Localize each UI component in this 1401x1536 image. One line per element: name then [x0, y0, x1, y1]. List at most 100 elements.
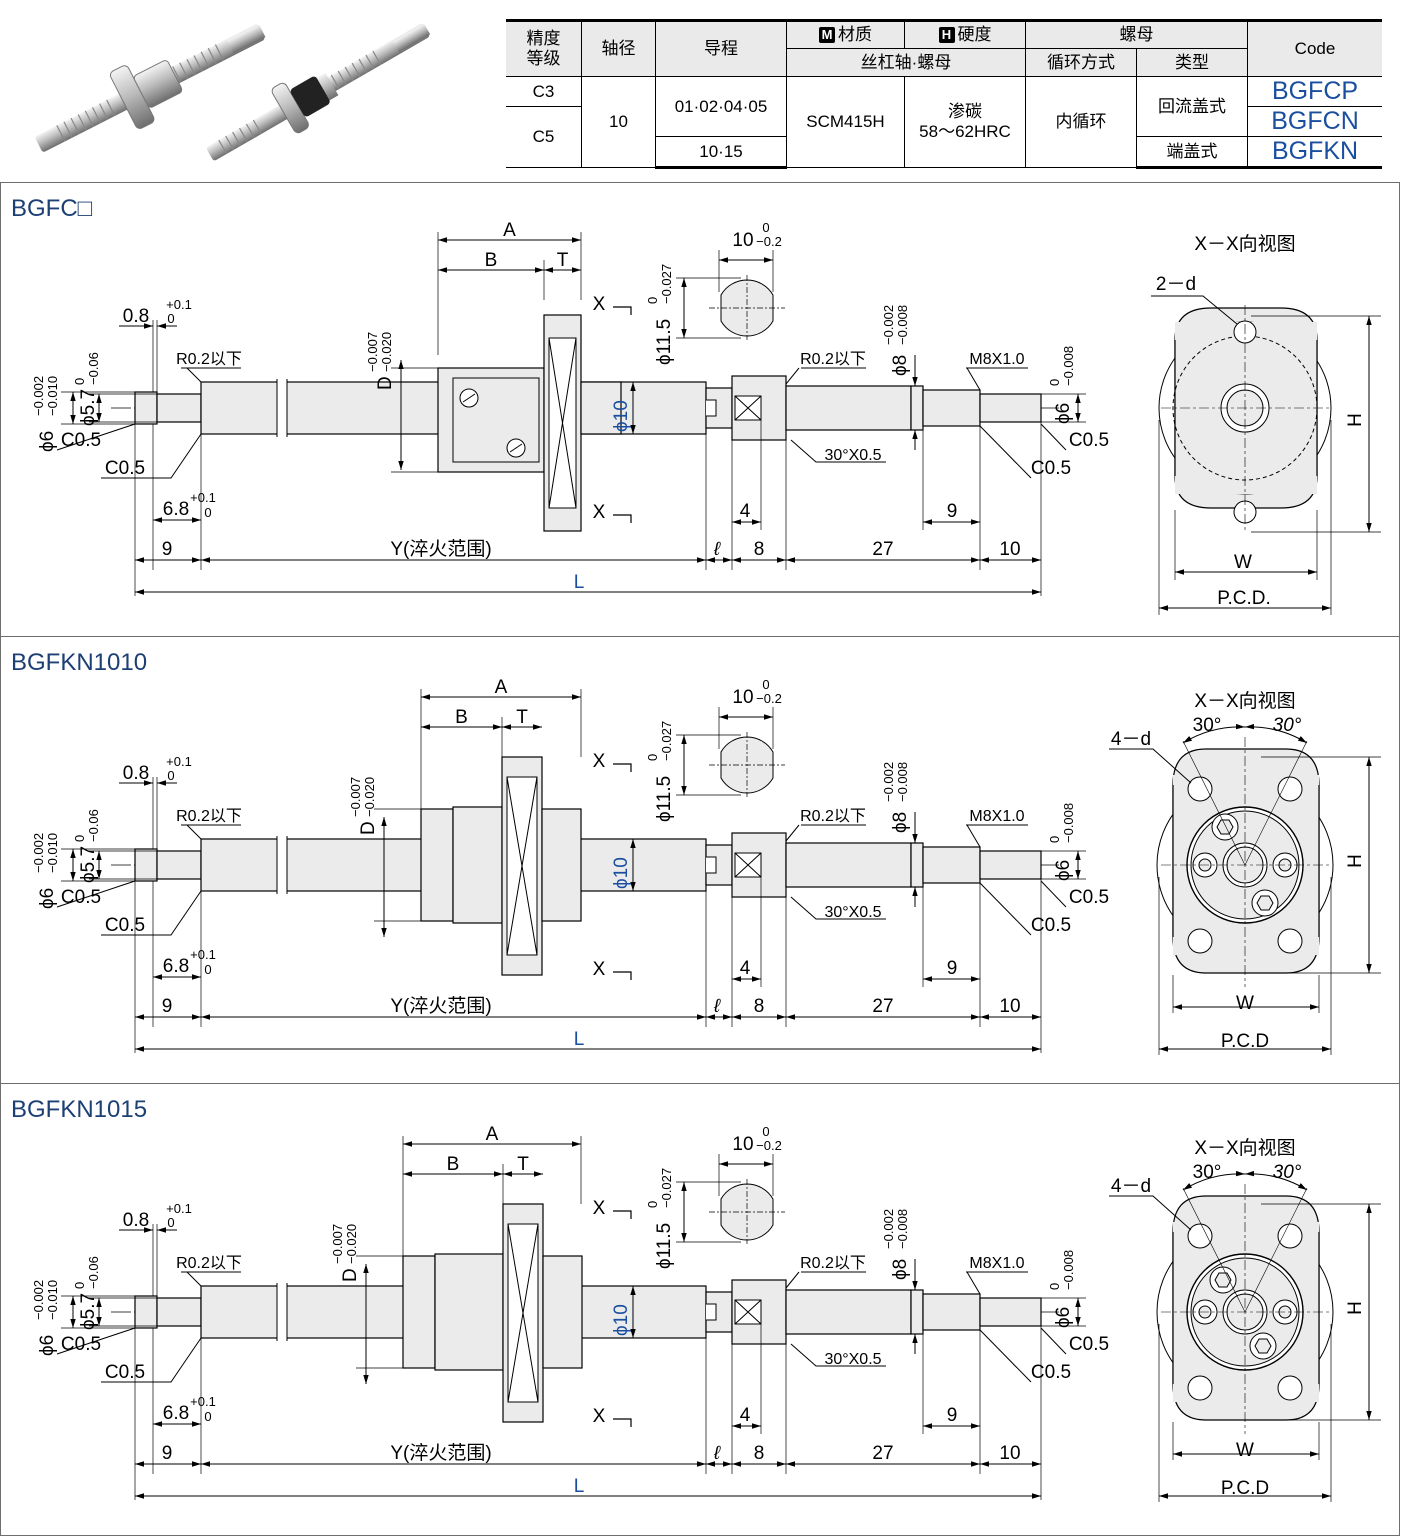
dim-d: D	[375, 376, 396, 390]
tol-0-8-plus: +0.1	[166, 297, 192, 312]
grade-c5: C5	[506, 106, 582, 168]
dim-t-label: T	[557, 250, 569, 271]
dim-10-flat: 10	[732, 687, 753, 708]
tol-phi6-b: −0.010	[45, 1280, 60, 1320]
tol-6-8-plus: +0.1	[190, 947, 216, 962]
dim-10-flat: 10	[732, 1134, 753, 1155]
dim-pcd: P.C.D.	[1217, 588, 1271, 609]
c05-c: C0.5	[1069, 1334, 1109, 1355]
ball-screw-photo-left	[35, 24, 266, 152]
tol-phi6-right-zero: 0	[1047, 836, 1062, 843]
dim-y: Y(淬火范围)	[390, 1442, 491, 1464]
tol-10-minus: −0.2	[756, 1138, 782, 1153]
r02-left: R0.2以下	[176, 808, 242, 825]
section-markers	[613, 763, 632, 980]
dim-phi8: ϕ8	[890, 1259, 911, 1280]
tol-10-minus: −0.2	[756, 234, 782, 249]
end-view-title: X－X向视图	[1194, 233, 1295, 255]
dim-h: H	[1345, 854, 1366, 868]
drawing: ABT 9 Y(淬火范围) ℓ 8 27 10 L 9 4 6.8 +0.1 0…	[31, 1124, 1381, 1502]
tol-11-5-zero: 0	[645, 297, 660, 304]
tol-0-8-plus: +0.1	[166, 1201, 192, 1216]
type-end-cap: 端盖式	[1136, 136, 1248, 169]
tol-d-a: −0.007	[330, 1224, 345, 1264]
ball-nut	[437, 314, 622, 532]
c05-b: C0.5	[105, 1362, 145, 1383]
tol-phi6-a: −0.002	[31, 833, 46, 873]
grade-c3: C3	[506, 76, 582, 107]
tol-11-5-zero: 0	[645, 754, 660, 761]
label-4-d: 4－d	[1111, 1176, 1151, 1197]
tol-6-8-plus: +0.1	[190, 490, 216, 505]
tol-11-5-minus: −0.027	[659, 1168, 674, 1208]
dim-pcd: P.C.D	[1221, 1031, 1269, 1052]
tol-phi6-a: −0.002	[31, 1280, 46, 1320]
dim-phi5-7: ϕ5.7	[78, 389, 99, 426]
dim-11-5: ϕ11.5	[654, 1223, 675, 1269]
dim-4: 4	[740, 501, 751, 522]
dim-d: D	[358, 821, 379, 835]
dim-ell: ℓ	[713, 996, 721, 1017]
tol-phi6-right-minus: −0.008	[1061, 346, 1076, 386]
tol-phi6-right-minus: −0.008	[1061, 1250, 1076, 1290]
dim-ell: ℓ	[713, 539, 721, 560]
lead-value-1: 01·02·04·05	[655, 76, 787, 137]
tol-phi8-a: −0.002	[881, 1209, 896, 1249]
dim-phi10: ϕ10	[611, 400, 632, 432]
dim-6-8: 6.8	[163, 1403, 189, 1424]
c05-b: C0.5	[105, 915, 145, 936]
dim-y: Y(淬火范围)	[390, 995, 491, 1017]
end-view-title: X－X向视图	[1194, 1137, 1295, 1159]
ball-nut	[402, 1203, 583, 1423]
dim-8: 8	[754, 539, 765, 560]
dimension-lines	[56, 1224, 1086, 1500]
section-markers	[613, 306, 632, 523]
dim-d: D	[340, 1268, 361, 1282]
screw-shaft	[134, 1279, 1042, 1345]
x-top: X	[593, 751, 606, 772]
material-badge: M	[819, 27, 835, 44]
dim-9-left: 9	[162, 996, 173, 1017]
tol-phi6-b: −0.010	[45, 833, 60, 873]
break-lines	[276, 836, 288, 894]
header-diameter: 轴径	[581, 19, 656, 77]
tol-d-a: −0.007	[365, 332, 380, 372]
dim-0-8: 0.8	[123, 763, 149, 784]
dim-h: H	[1345, 413, 1366, 427]
dim-4: 4	[740, 958, 751, 979]
angle-30-right: 30°	[1273, 715, 1302, 736]
tol-phi6-right-zero: 0	[1047, 379, 1062, 386]
tol-phi8-b: −0.008	[895, 1209, 910, 1249]
tol-11-5-minus: −0.027	[659, 721, 674, 761]
keyway	[706, 856, 717, 874]
header-sub-material: 丝杠轴·螺母	[786, 48, 1026, 77]
chamfer-30: 30°X0.5	[824, 1351, 881, 1368]
keyway	[706, 399, 717, 417]
tol-11-5-zero: 0	[645, 1201, 660, 1208]
diameter-value: 10	[581, 76, 656, 168]
tol-phi8-b: −0.008	[895, 762, 910, 802]
tol-6-8-zero: 0	[204, 1409, 211, 1424]
tol-11-5-minus: −0.027	[659, 264, 674, 304]
x-bottom: X	[593, 1406, 606, 1427]
dim-10: 10	[999, 539, 1020, 560]
dim-w: W	[1236, 1440, 1254, 1461]
c05-a: C0.5	[61, 430, 101, 451]
tol-phi5-7-zero: 0	[72, 835, 87, 842]
dim-b-label: B	[447, 1154, 460, 1175]
lead-value-2: 10·15	[655, 136, 787, 169]
end-view	[1151, 295, 1381, 615]
panel-title: BGFC□	[11, 195, 93, 222]
dim-27: 27	[872, 996, 893, 1017]
c05-d: C0.5	[1031, 458, 1071, 479]
dim-phi5-7: ϕ5.7	[78, 846, 99, 883]
dim-l: L	[574, 1476, 585, 1497]
tol-6-8-plus: +0.1	[190, 1394, 216, 1409]
tol-phi6-right-zero: 0	[1047, 1283, 1062, 1290]
code-bgfcn: BGFCN	[1247, 106, 1382, 137]
tol-d-b: −0.020	[379, 332, 394, 372]
dim-8: 8	[754, 1443, 765, 1464]
tol-0-8-zero: 0	[167, 311, 174, 326]
tol-phi6-b: −0.010	[45, 376, 60, 416]
